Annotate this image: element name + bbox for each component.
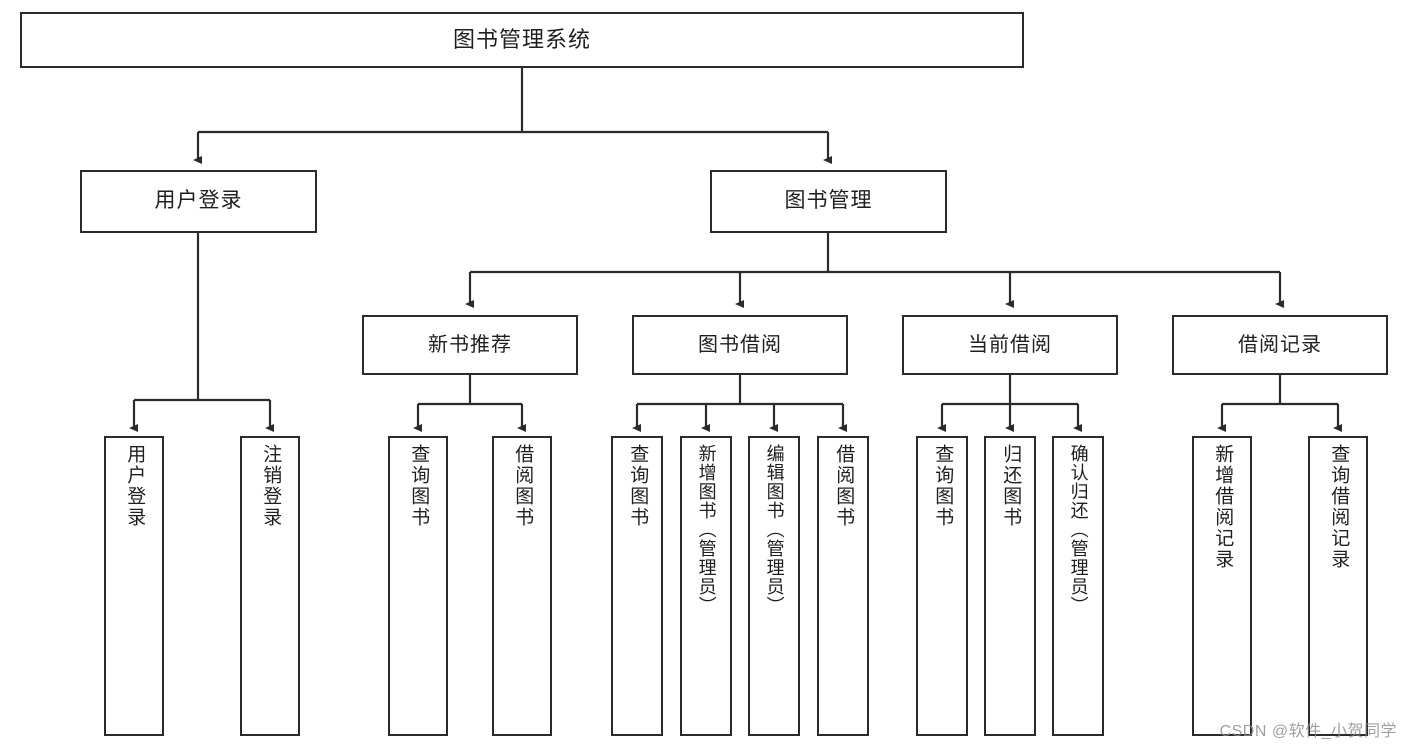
leaf-new-book-query-book[interactable]: 查询图书 (388, 436, 448, 736)
leaf-book-borrow-query-book[interactable]: 查询图书 (611, 436, 663, 736)
node-label: 确认归还（管理员） (1068, 444, 1089, 615)
node-book-management[interactable]: 图书管理 (710, 170, 947, 233)
leaf-current-borrow-confirm-return-admin[interactable]: 确认归还（管理员） (1052, 436, 1104, 736)
node-label: 新书推荐 (428, 333, 512, 356)
watermark: CSDN @软件_小贺同学 (1219, 723, 1397, 740)
node-label: 借阅记录 (1238, 333, 1322, 356)
node-label: 借阅图书 (833, 444, 855, 528)
node-label: 当前借阅 (968, 333, 1052, 356)
node-new-book-recommend[interactable]: 新书推荐 (362, 315, 578, 375)
node-label: 新增图书（管理员） (696, 444, 717, 615)
node-user-login[interactable]: 用户登录 (80, 170, 317, 233)
node-current-borrow[interactable]: 当前借阅 (902, 315, 1118, 375)
leaf-book-borrow-add-book-admin[interactable]: 新增图书（管理员） (680, 436, 732, 736)
node-book-borrow[interactable]: 图书借阅 (632, 315, 848, 375)
leaf-borrow-record-query-record[interactable]: 查询借阅记录 (1308, 436, 1368, 736)
node-label: 图书借阅 (698, 333, 782, 356)
leaf-current-borrow-return-book[interactable]: 归还图书 (984, 436, 1036, 736)
node-label: 用户登录 (124, 444, 146, 528)
leaf-user-login-login[interactable]: 用户登录 (104, 436, 164, 736)
leaf-borrow-record-add-record[interactable]: 新增借阅记录 (1192, 436, 1252, 736)
leaf-current-borrow-query-book[interactable]: 查询图书 (916, 436, 968, 736)
node-label: 查询图书 (932, 444, 954, 528)
leaf-new-book-borrow-book[interactable]: 借阅图书 (492, 436, 552, 736)
node-label: 图书管理 (784, 189, 873, 213)
node-label: 编辑图书（管理员） (764, 444, 785, 615)
leaf-book-borrow-edit-book-admin[interactable]: 编辑图书（管理员） (748, 436, 800, 736)
node-label: 归还图书 (1000, 444, 1022, 528)
node-label: 新增借阅记录 (1212, 444, 1234, 570)
node-label: 查询图书 (408, 444, 430, 528)
node-label: 查询图书 (627, 444, 649, 528)
node-label: 图书管理系统 (452, 27, 591, 53)
node-borrow-record[interactable]: 借阅记录 (1172, 315, 1388, 375)
node-label: 用户登录 (154, 189, 243, 213)
node-label: 借阅图书 (512, 444, 534, 528)
leaf-user-login-logout[interactable]: 注销登录 (240, 436, 300, 736)
node-label: 查询借阅记录 (1328, 444, 1350, 570)
node-label: 注销登录 (260, 444, 282, 528)
node-root-book-management-system[interactable]: 图书管理系统 (20, 12, 1024, 68)
leaf-book-borrow-borrow-book[interactable]: 借阅图书 (817, 436, 869, 736)
